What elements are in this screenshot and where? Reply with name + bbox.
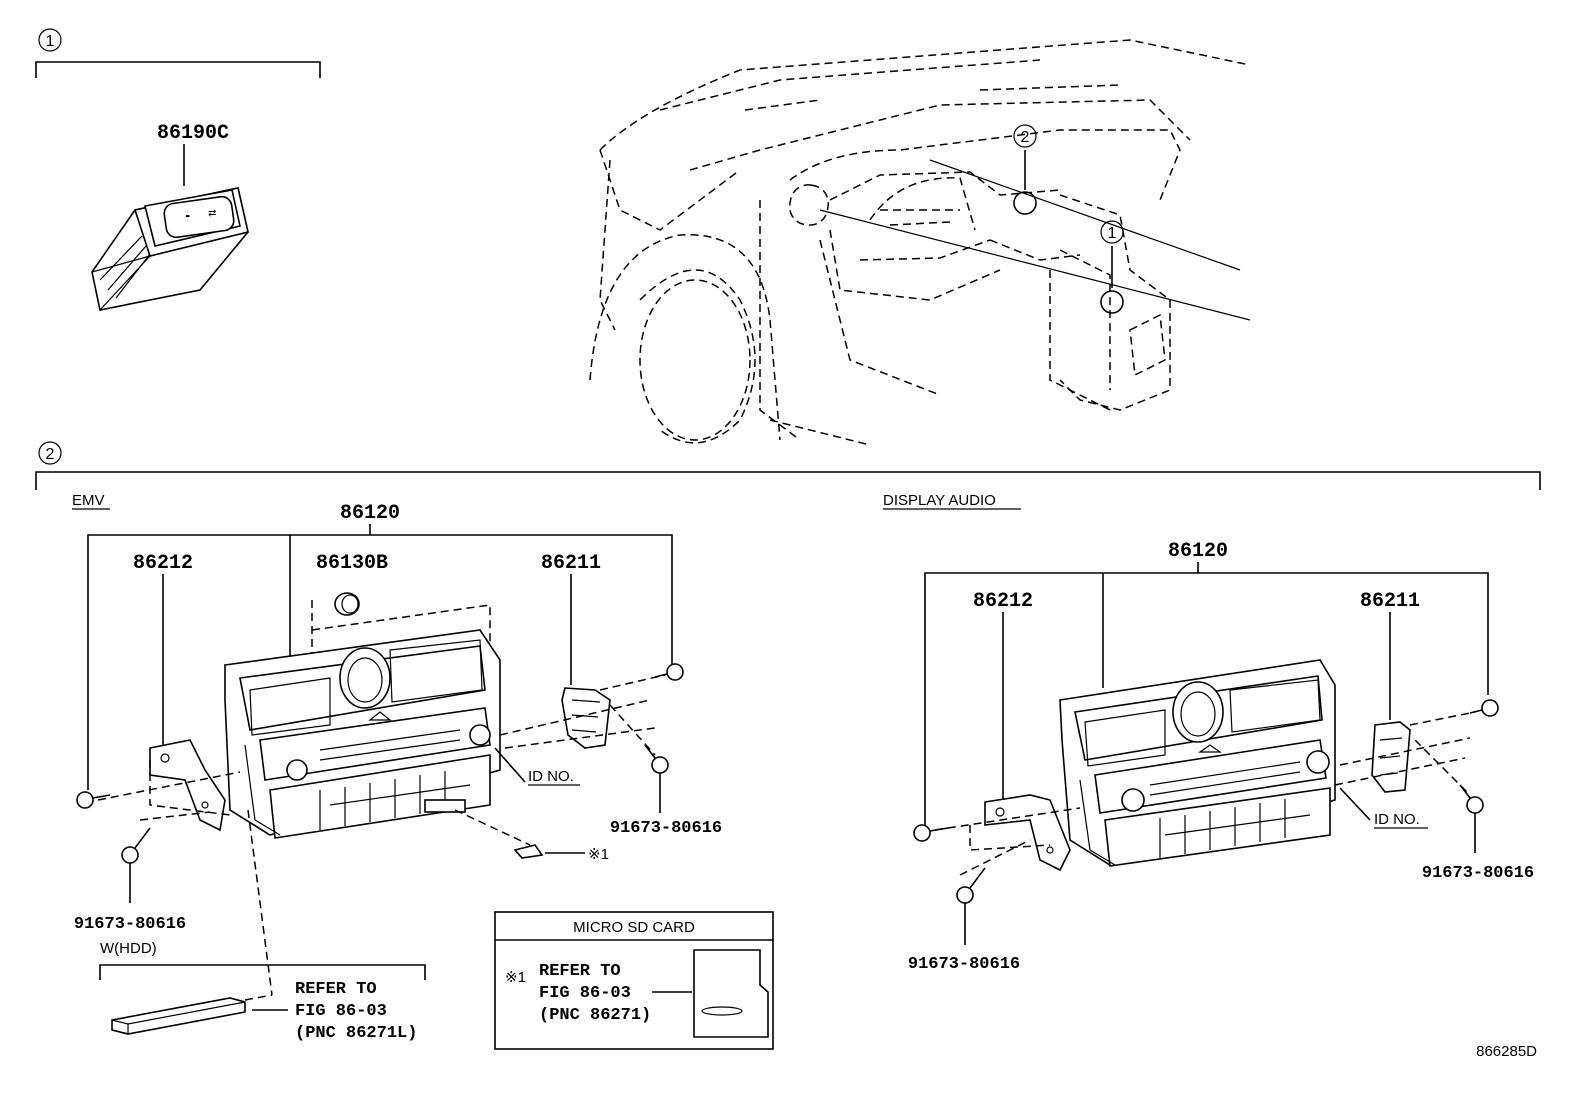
section-1-bracket	[35, 61, 321, 78]
micro-sd-refer-line-1: REFER TO	[539, 962, 621, 981]
svg-text:-: -	[186, 211, 189, 222]
emv-screw-left-1	[76, 791, 111, 809]
da-screw-right-1	[1469, 699, 1499, 717]
part-number-86190C: 86190C	[157, 122, 229, 145]
emv-part-86130B: 86130B	[316, 552, 388, 575]
micro-sd-note-mark: ※1	[505, 969, 526, 986]
emv-screw-left-2	[121, 827, 151, 903]
da-part-86212: 86212	[973, 590, 1033, 613]
micro-sd-refer-line-2: FIG 86-03	[539, 984, 631, 1003]
figure-code: 866285D	[1476, 1043, 1537, 1060]
micro-sd-refer-line-3: (PNC 86271)	[539, 1006, 651, 1025]
callout-circle-2	[38, 441, 62, 465]
da-screw-left-number: 91673-80616	[908, 955, 1020, 974]
display-audio-unit	[1059, 659, 1336, 867]
switch-part-illustration: - ⇄	[91, 187, 249, 311]
callout-2-label: 2	[46, 446, 55, 463]
da-screw-right-2	[1459, 784, 1484, 853]
callout-2-car-label: 2	[1021, 129, 1030, 146]
hdd-title: W(HDD)	[100, 940, 157, 957]
da-screw-left-2	[956, 867, 986, 945]
micro-sd-card-icon	[693, 949, 769, 1038]
micro-sd-card-box: MICRO SD CARD ※1 REFER TO FIG 86-03 (PNC…	[494, 911, 774, 1050]
hdd-refer-line-2: FIG 86-03	[295, 1002, 387, 1021]
callout-circle-1	[38, 28, 62, 52]
callout-1-car-label: 1	[1108, 225, 1117, 242]
vehicle-interior-illustration: 2 1	[589, 39, 1251, 446]
emv-id-no: ID NO.	[528, 768, 574, 785]
da-bracket-left	[984, 794, 1071, 872]
knob-86130B	[334, 592, 360, 616]
emv-part-86120: 86120	[340, 502, 400, 525]
display-audio-title: DISPLAY AUDIO	[883, 492, 996, 509]
display-audio-group: DISPLAY AUDIO 86120 86212 86211	[883, 492, 1534, 974]
da-bracket-right	[1371, 721, 1411, 793]
da-part-86120: 86120	[1168, 540, 1228, 563]
da-screw-right-number: 91673-80616	[1422, 864, 1534, 883]
emv-audio-unit	[224, 629, 501, 839]
da-screw-left-1	[913, 824, 949, 842]
hdd-unit	[111, 997, 246, 1035]
da-id-no: ID NO.	[1374, 811, 1420, 828]
emv-screw-right-2	[644, 744, 669, 813]
emv-screw-right-1	[654, 663, 684, 681]
emv-title: EMV	[72, 492, 105, 509]
hdd-refer-line-1: REFER TO	[295, 980, 377, 999]
emv-group: EMV 86120 86212 86130B 86211	[72, 492, 774, 1050]
callout-1-label: 1	[46, 33, 55, 50]
emv-screw-left-number: 91673-80616	[74, 915, 186, 934]
emv-part-86212: 86212	[133, 552, 193, 575]
emv-bracket-left	[149, 739, 226, 832]
hdd-refer-line-3: (PNC 86271L)	[295, 1024, 417, 1043]
svg-text:⇄: ⇄	[208, 208, 216, 219]
emv-note-ref: ※1	[588, 846, 609, 863]
emv-screw-right-number: 91673-80616	[610, 819, 722, 838]
section-1: 1 86190C - ⇄	[35, 28, 321, 311]
emv-part-86211: 86211	[541, 552, 601, 575]
section-2-bracket	[35, 471, 1541, 490]
micro-sd-chip	[513, 844, 544, 859]
da-part-86211: 86211	[1360, 590, 1420, 613]
section-2: 2	[35, 441, 1541, 490]
micro-sd-title: MICRO SD CARD	[573, 919, 695, 936]
emv-bracket-right	[561, 687, 611, 749]
